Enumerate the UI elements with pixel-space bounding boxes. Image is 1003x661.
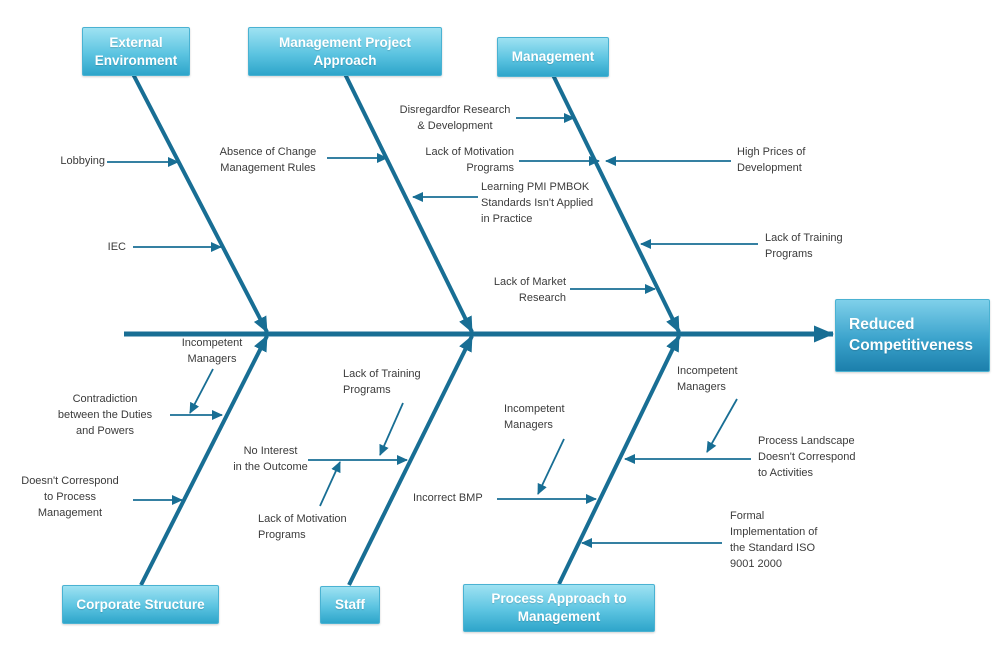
bone-management-project-approach bbox=[343, 73, 474, 333]
cause-label-incorrect-bmp: Incorrect BMP bbox=[413, 492, 483, 504]
cause-label-formal-iso: Formal Implementation of the Standard IS… bbox=[730, 510, 818, 570]
cause-label-incompetent-managers-mid: Incompetent Managers bbox=[504, 403, 565, 431]
cause-label-doesnt-correspond-process: Doesn't Correspond to Process Management bbox=[21, 475, 119, 519]
cause-label-contradiction-duties: Contradiction between the Duties and Pow… bbox=[57, 393, 153, 437]
cause-arrow-lack-training-staff bbox=[379, 402, 404, 456]
cause-label-lobbying: Lobbying bbox=[60, 155, 105, 167]
cause-arrow-incompetent-managers-mid bbox=[537, 438, 565, 495]
cause-label-iec: IEC bbox=[107, 241, 126, 253]
cause-label-lack-training-staff: Lack of Training Programs bbox=[343, 368, 421, 396]
cause-label-disregard-rd: Disregardfor Research & Development bbox=[399, 104, 511, 132]
cause-label-process-landscape: Process Landscape Doesn't Correspond to … bbox=[758, 435, 856, 479]
cause-arrow-lack-motivation-staff bbox=[319, 461, 341, 507]
bone-staff bbox=[347, 335, 474, 586]
cause-label-absence-change-rules: Absence of Change Management Rules bbox=[219, 146, 317, 174]
category-box-staff: Staff bbox=[320, 586, 380, 624]
bone-corporate-structure bbox=[139, 335, 269, 586]
cause-label-learning-pmbok: Learning PMI PMBOK Standards Isn't Appli… bbox=[481, 181, 594, 225]
effect-box-reduced-competitiveness: Reduced Competitiveness bbox=[835, 299, 990, 372]
cause-label-incompetent-managers-right: Incompetent Managers bbox=[677, 365, 738, 393]
category-box-process-approach: Process Approach to Management bbox=[463, 584, 655, 632]
category-box-corporate-structure: Corporate Structure bbox=[62, 585, 219, 624]
cause-label-high-prices: High Prices of Development bbox=[737, 146, 806, 174]
cause-label-incompetent-managers-corporate: Incompetent Managers bbox=[181, 337, 243, 365]
bone-process-approach bbox=[557, 335, 681, 585]
cause-label-lack-motivation-mgmt: Lack of Motivation Programs bbox=[425, 146, 514, 174]
category-box-management-project-approach: Management Project Approach bbox=[248, 27, 442, 76]
cause-label-lack-training-mgmt: Lack of Training Programs bbox=[765, 232, 843, 260]
cause-arrow-incompetent-managers-right bbox=[706, 398, 738, 453]
cause-label-lack-market-research: Lack of Market Research bbox=[493, 276, 566, 304]
cause-label-lack-motivation-staff: Lack of Motivation Programs bbox=[258, 513, 347, 541]
cause-label-no-interest-outcome: No Interest in the Outcome bbox=[233, 445, 308, 473]
category-box-external-environment: External Environment bbox=[82, 27, 190, 76]
cause-arrow-incompetent-managers-corporate bbox=[189, 368, 214, 414]
bone-external-environment bbox=[131, 73, 269, 333]
category-box-management: Management bbox=[497, 37, 609, 77]
